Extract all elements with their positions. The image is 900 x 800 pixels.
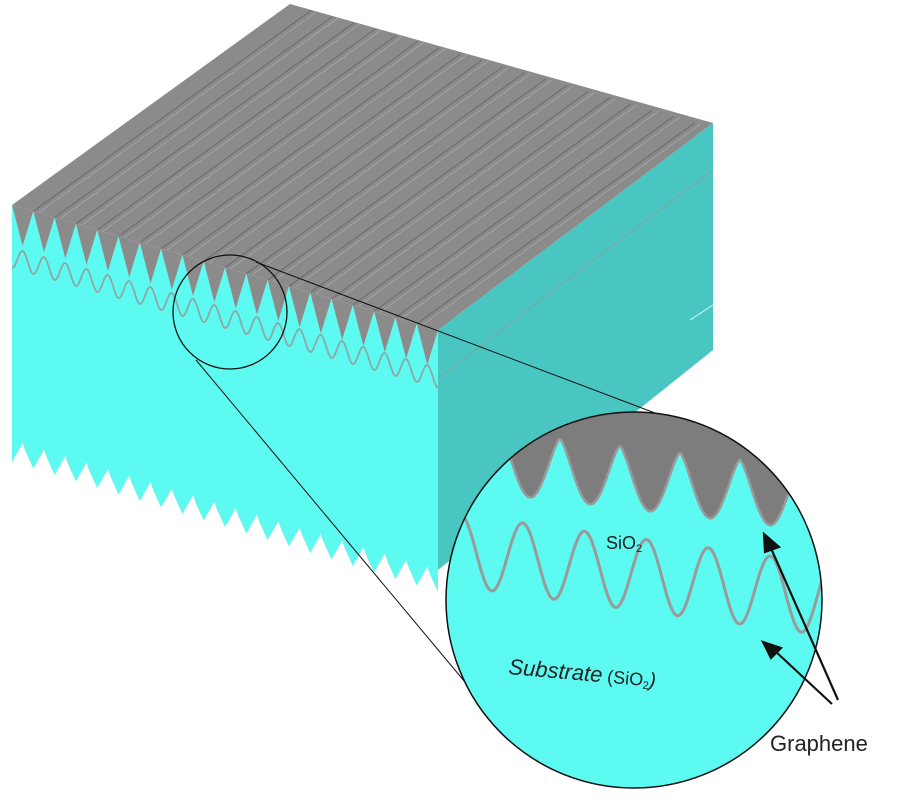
arrow-to-top-graphene xyxy=(768,545,840,701)
magnifier-zoom-circle xyxy=(445,411,823,789)
graphene-label: Graphene xyxy=(770,731,868,756)
arrowhead-top xyxy=(762,531,782,554)
arrow-to-wave-graphene xyxy=(773,649,833,705)
graphene-arrows xyxy=(760,531,840,705)
block-front-face xyxy=(12,205,438,592)
zoom-connector-upper xyxy=(255,261,701,431)
block-side-bottom-line xyxy=(689,304,714,321)
block-side-face xyxy=(438,123,713,570)
zoom-graphene-wave xyxy=(446,513,822,634)
block-top-surface xyxy=(12,4,713,330)
block-top-ridge-highlights xyxy=(39,10,701,326)
zoom-connector-lower xyxy=(195,359,481,701)
block-top-ridges xyxy=(33,9,695,325)
block-side-graphene-line xyxy=(437,169,714,379)
front-graphene-wave xyxy=(11,250,439,389)
sio2-layer-label: SiO2 xyxy=(606,533,642,555)
arrowhead-wave xyxy=(760,640,784,660)
magnifier-small-circle xyxy=(172,254,288,370)
